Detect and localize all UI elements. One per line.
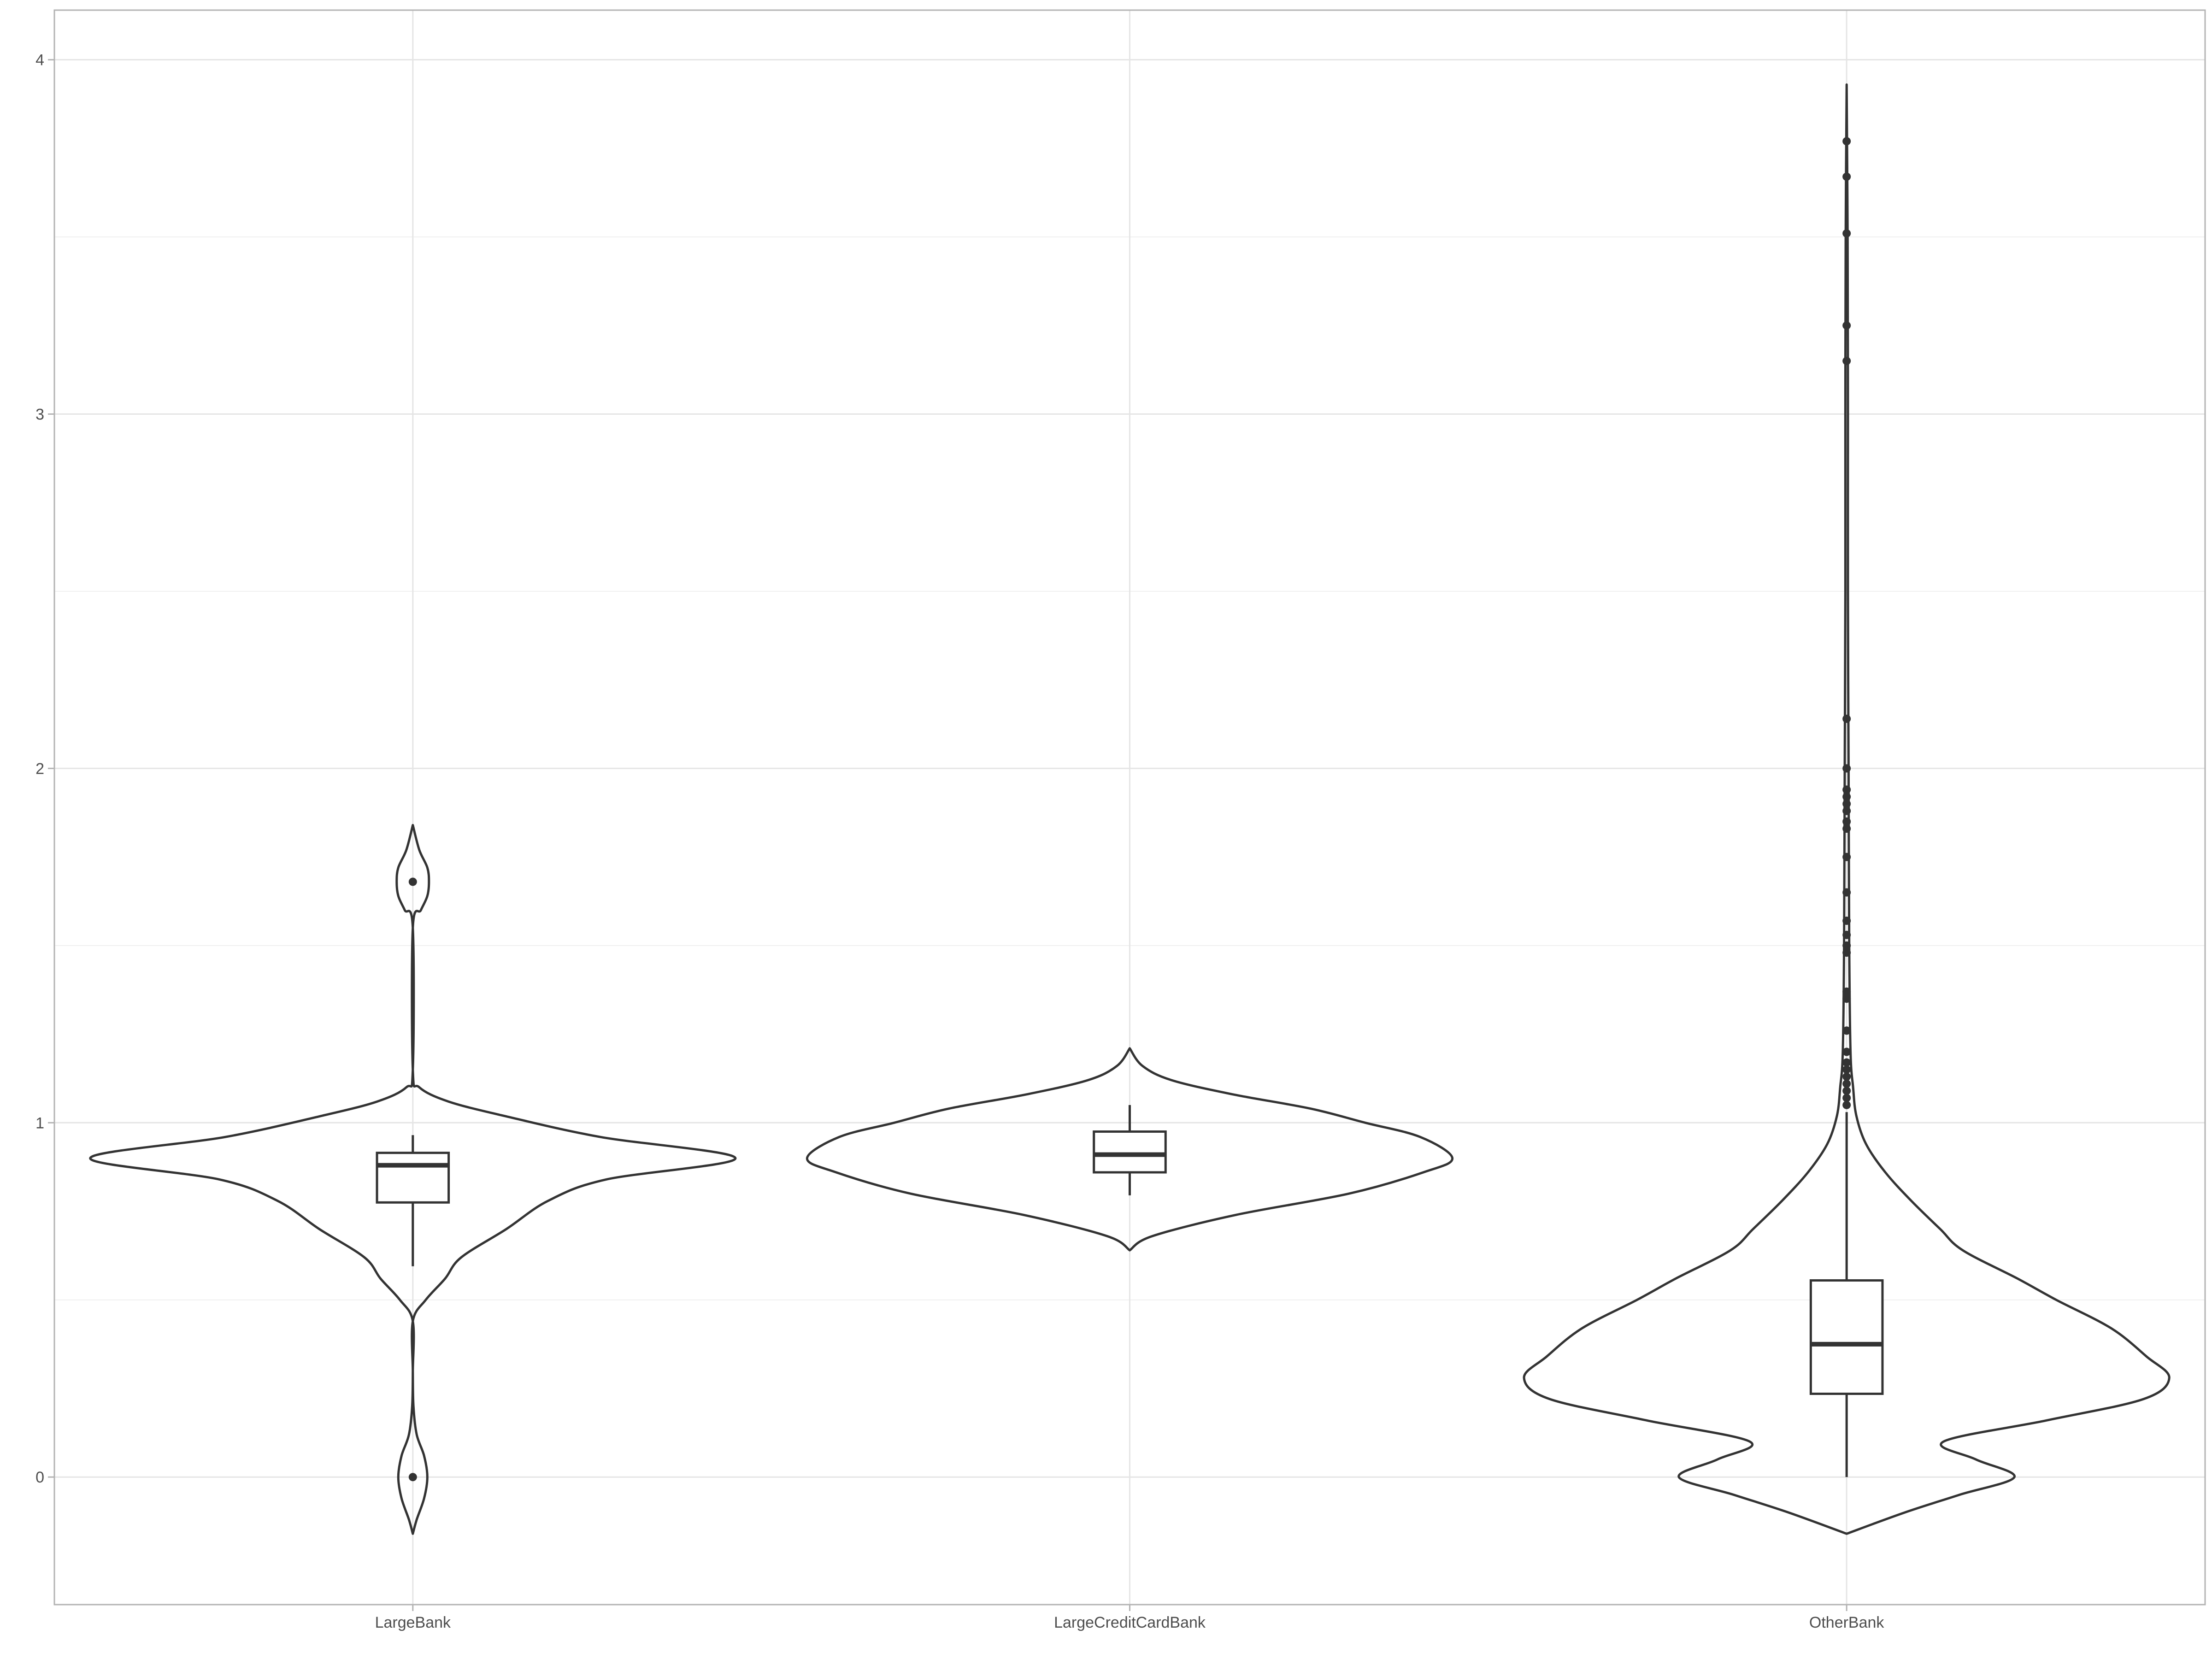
y-tick-label: 2	[35, 760, 44, 777]
outlier-point	[1842, 1079, 1851, 1088]
box-LargeCreditCardBank	[1093, 1130, 1167, 1174]
outlier-point	[1842, 948, 1851, 957]
violins	[89, 83, 2171, 1535]
outlier-point	[1842, 1087, 1851, 1095]
outlier-point	[1842, 357, 1851, 365]
violin-LargeBank	[89, 824, 737, 1535]
outlier-point	[1842, 1072, 1851, 1081]
outlier-point	[1842, 1100, 1851, 1109]
outlier-point	[408, 877, 417, 886]
outlier-point	[1842, 764, 1851, 773]
outlier-point	[1842, 172, 1851, 181]
outlier-point	[1842, 1026, 1851, 1035]
y-tick-label: 4	[35, 52, 44, 69]
y-tick-label: 1	[35, 1114, 44, 1132]
outlier-point	[1842, 1065, 1851, 1074]
outlier-point	[1842, 888, 1851, 897]
violin-LargeCreditCardBank	[806, 1047, 1454, 1252]
outlier-point	[1842, 917, 1851, 925]
outlier-point	[1842, 792, 1851, 801]
outlier-point	[1842, 853, 1851, 861]
outlier-point	[1842, 321, 1851, 330]
y-tick-label: 3	[35, 406, 44, 424]
x-tick-label: OtherBank	[1809, 1614, 1885, 1631]
boxplots	[376, 1105, 1884, 1477]
outlier-point	[1842, 806, 1851, 815]
violin-OtherBank	[1523, 83, 2171, 1535]
box-LargeBank	[376, 1152, 450, 1204]
outlier-point	[1842, 229, 1851, 238]
outlier-point	[1842, 994, 1851, 1003]
outlier-point	[1842, 930, 1851, 939]
box-OtherBank	[1809, 1279, 1884, 1395]
outlier-point	[1842, 1094, 1851, 1102]
outlier-point	[1842, 1047, 1851, 1056]
outlier-point	[1842, 824, 1851, 833]
outlier-point	[1842, 785, 1851, 794]
outlier-point	[1842, 941, 1851, 950]
outlier-point	[1842, 817, 1851, 826]
outlier-point	[1842, 800, 1851, 808]
outlier-point	[1842, 714, 1851, 723]
outlier-point	[408, 1473, 417, 1482]
outlier-point	[1842, 987, 1851, 996]
x-tick-label: LargeCreditCardBank	[1054, 1614, 1206, 1631]
outlier-points	[408, 137, 1851, 1482]
outlier-point	[1842, 1058, 1851, 1067]
x-tick-label: LargeBank	[375, 1614, 451, 1631]
outlier-point	[1842, 137, 1851, 146]
y-tick-label: 0	[35, 1469, 44, 1486]
